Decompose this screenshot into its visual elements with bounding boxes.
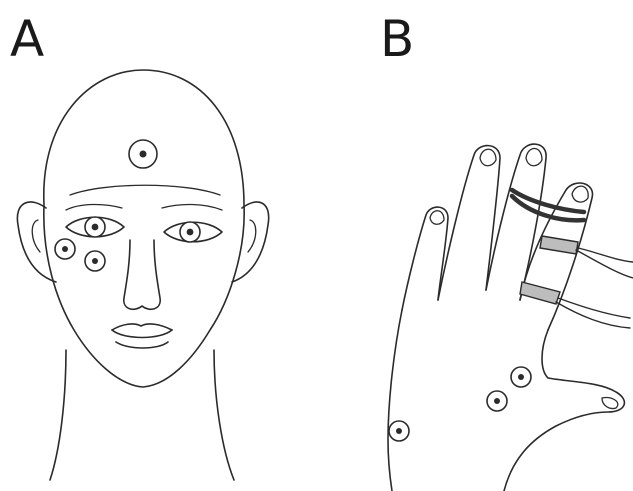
panel-b: B: [380, 10, 633, 491]
wrist-electrode: [389, 421, 409, 441]
right-ear: [232, 202, 269, 282]
panel-b-label: B: [380, 10, 414, 68]
cheek-electrode-1: [55, 239, 75, 259]
little-finger-nail: [430, 211, 444, 225]
nose: [124, 240, 160, 309]
ring-finger-nail: [480, 149, 496, 166]
ring-electrode-1: [540, 236, 633, 278]
palm-outline: [388, 310, 402, 491]
right-eyebrow: [162, 204, 222, 210]
index-finger: [520, 183, 592, 330]
middle-finger: [486, 144, 546, 300]
cheek-electrode-2: [85, 251, 105, 271]
right-eye: [164, 222, 222, 242]
head-outline: [44, 70, 244, 387]
finger-bands: [512, 190, 584, 220]
panel-a-label: A: [10, 10, 44, 68]
neck-left: [50, 350, 66, 480]
middle-finger-nail: [526, 148, 542, 165]
face-drawing: [17, 70, 268, 480]
neck-right: [214, 350, 234, 480]
thumb-nail: [602, 398, 618, 409]
band-upper: [512, 190, 584, 212]
left-ear-inner: [32, 220, 40, 252]
hand-electrode-2: [487, 391, 507, 411]
ring-electrode-2: [520, 282, 630, 328]
hairline: [70, 185, 220, 195]
thumb-outline: [504, 330, 624, 491]
left-eyebrow: [66, 204, 122, 210]
left-eye: [66, 217, 124, 237]
panel-a: A: [10, 10, 269, 480]
right-ear-inner: [248, 220, 256, 252]
mouth: [112, 324, 172, 348]
forehead-electrode: [129, 140, 157, 168]
index-finger-nail: [572, 186, 588, 202]
band-lower: [512, 196, 584, 220]
hand-electrode-1: [511, 367, 531, 387]
